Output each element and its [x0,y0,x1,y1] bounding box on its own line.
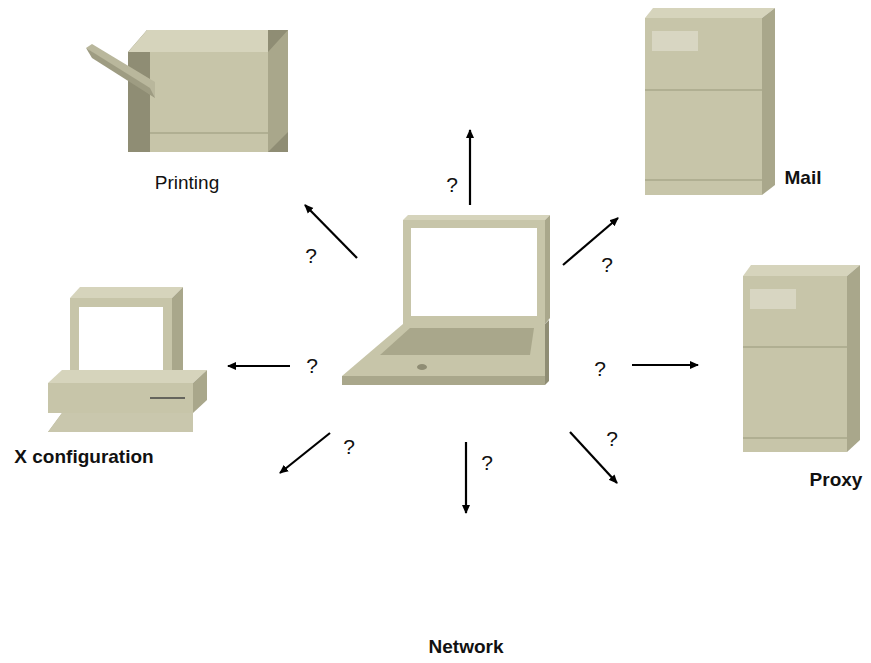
laptop-lid-side [545,215,550,324]
label-text: Proxy [810,469,863,491]
printer-tray [86,44,155,98]
question-mark: ? [479,452,495,473]
icon-label: Proxy [806,467,867,493]
keyboard [48,413,193,432]
case-front [48,383,193,413]
laptop-icon [342,215,550,385]
mail-server-icon [645,8,775,195]
printer-front [150,52,268,152]
icon-label: X configuration [10,444,157,470]
question-mark: ? [599,254,615,275]
server-top [743,265,860,276]
arrow [280,433,330,473]
laptop-keyboard [380,328,534,355]
question-mark: ? [304,355,320,376]
printer-tray-edge [86,48,155,98]
question-mark: ? [341,436,357,457]
question-mark: ? [303,245,319,266]
drive-slot [150,397,185,399]
label-text: Mail [785,167,822,189]
icon-label: Printing [151,170,223,196]
printer-icon [86,30,288,152]
label-text: X configuration [14,446,153,468]
monitor-top [70,287,183,298]
question-mark: ? [604,428,620,449]
server-top [645,8,775,18]
printer-seam [150,132,268,134]
desktop-computer-icon [48,287,207,432]
case-top [48,370,207,383]
server-seam [743,437,847,439]
laptop-lid-top [403,215,550,220]
keyboard-top [48,413,193,432]
case-side [193,370,207,413]
server-side [762,8,775,195]
question-mark: ? [444,174,460,195]
server-seam [743,346,847,348]
server-side [847,265,860,452]
server-front [645,18,762,195]
laptop-base-edge [342,376,545,385]
question-mark: ? [592,358,608,379]
printer-top [128,30,268,52]
server-seam [645,179,762,181]
trackpad [417,364,427,370]
server-bay [652,31,698,51]
arrow [469,130,471,205]
arrow [228,365,290,367]
server-front [743,276,847,452]
laptop-screen [411,228,537,316]
label-text: Printing [155,172,219,194]
label-text: Network [429,636,504,658]
proxy-server-icon [743,265,860,452]
arrow [632,364,698,366]
printer-right [268,30,288,152]
server-bay [750,289,796,309]
laptop-lid [403,220,545,324]
icon-label: Mail [781,165,826,191]
laptop-base [342,324,545,376]
monitor-side [172,287,183,383]
arrow [465,442,467,513]
server-seam [645,89,762,91]
icon-label: Network [425,634,508,660]
monitor-screen [79,307,163,373]
laptop-base-side [545,320,549,385]
arrows [228,130,698,513]
